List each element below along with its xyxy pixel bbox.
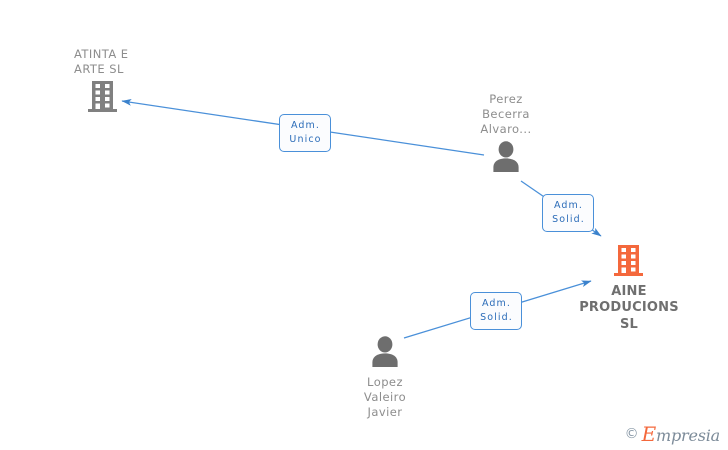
node-label-atinta: ATINTA E ARTE SL [74,47,129,76]
node-label-perez: Perez Becerra Alvaro... [480,92,532,136]
person-icon [367,335,403,372]
edge-label-adm-solid-lopez[interactable]: Adm. Solid. [470,292,522,330]
person-icon [488,140,524,177]
brand-rest: mpresia [656,426,720,445]
building-icon [87,80,119,117]
empresia-logo-text: Empresia [641,422,721,446]
edge-label-adm-solid-perez[interactable]: Adm. Solid. [542,194,594,232]
building-icon [613,244,645,281]
node-person-perez[interactable]: Perez Becerra Alvaro... [470,92,542,177]
node-label-aine: AINE PRODUCIONS SL [579,284,679,332]
edge-label-adm-unico[interactable]: Adm. Unico [279,114,331,152]
node-person-lopez[interactable]: Lopez Valeiro Javier [349,335,421,420]
copyright-symbol: © [624,426,639,442]
brand-initial: E [641,422,657,446]
node-company-atinta[interactable]: ATINTA E ARTE SL [74,47,132,117]
node-label-lopez: Lopez Valeiro Javier [363,375,407,419]
empresia-watermark: © Empresia [624,422,721,446]
node-company-aine[interactable]: AINE PRODUCIONS SL [569,244,689,333]
